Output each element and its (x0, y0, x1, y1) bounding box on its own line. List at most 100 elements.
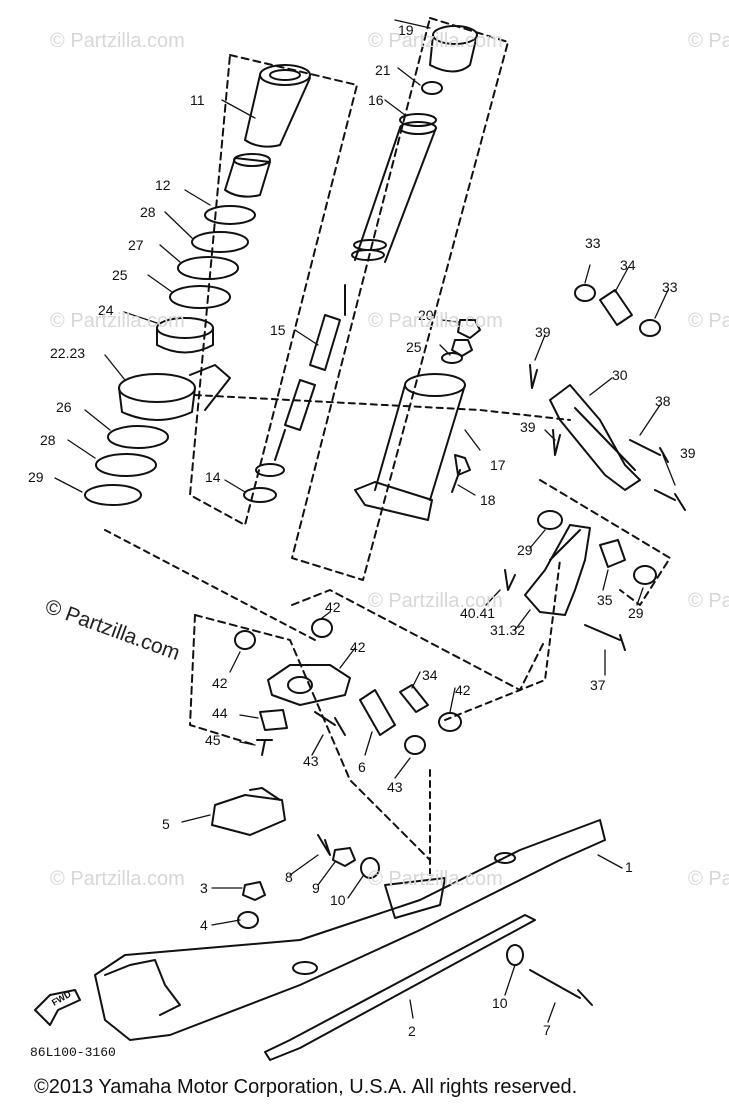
forward-arrow (34, 989, 81, 1026)
callout-labels: 11 12 28 27 25 24 22.23 26 28 29 14 15 1… (28, 22, 696, 1039)
callout-33-a: 33 (585, 235, 601, 251)
ski-1 (94, 819, 606, 1041)
sleeve (224, 153, 271, 198)
callout-44: 44 (212, 705, 228, 721)
bolt-37 (584, 624, 626, 651)
pin-39-lower (504, 569, 516, 591)
callout-8: 8 (285, 869, 293, 885)
bushing-33-b (639, 319, 661, 337)
bracket-22-23 (118, 364, 231, 421)
callout-26: 27 (128, 237, 144, 253)
seat-12 (243, 487, 277, 503)
callout-42-a: 42 (325, 599, 341, 615)
shaft-6 (359, 689, 396, 736)
watermark-lc: © Partzilla.com (368, 590, 503, 612)
callout-36: 38 (655, 393, 671, 409)
callout-43: 43 (303, 753, 319, 769)
callout-4: 4 (200, 917, 208, 933)
link-arm-30 (549, 384, 641, 491)
washer-10-b (506, 944, 524, 966)
callout-39-a: 39 (535, 324, 551, 340)
pin-39-mid (552, 429, 561, 456)
pin-39-upper (529, 364, 538, 389)
callout-10-a: 10 (330, 892, 346, 908)
callout-29-b: 29 (628, 605, 644, 621)
damper-14 (255, 284, 346, 477)
collar-34-b (399, 684, 429, 713)
wear-pad-5 (211, 787, 286, 836)
watermark-mr: © Partz (688, 310, 729, 332)
callout-27: 28 (40, 432, 56, 448)
group-outline-lower (194, 614, 431, 861)
watermark-mc: © Partzilla.com (368, 310, 503, 332)
leader-line-spring (104, 529, 316, 641)
bushing-33-a (574, 284, 596, 302)
callout-28: 28 (140, 204, 156, 220)
bolt-36 (629, 439, 669, 463)
callout-7: 7 (543, 1022, 551, 1038)
screw-45 (256, 739, 273, 756)
pin-8 (317, 834, 331, 856)
callout-18: 19 (398, 22, 414, 38)
callout-22-23: 22.23 (50, 345, 85, 361)
callout-34-a: 34 (620, 257, 636, 273)
callout-42-d: 43 (387, 779, 403, 795)
bushing-42-b (234, 630, 256, 650)
callout-19: 20 (418, 307, 434, 323)
group-outline-left (189, 54, 358, 526)
cap-18 (429, 25, 478, 73)
callout-42-c: 42 (455, 682, 471, 698)
watermark-tl: © Partzilla.com (50, 30, 185, 52)
watermark-bl: © Partzilla.com (50, 868, 185, 890)
nut-3 (242, 881, 266, 901)
ring-25-upper (169, 285, 231, 309)
bolt-43 (314, 711, 346, 736)
callout-9: 9 (312, 880, 320, 896)
ring-28-lower (84, 484, 142, 506)
bushing-42-d (404, 735, 426, 755)
spring-15 (351, 113, 437, 263)
watermark-bc: © Partzilla.com (368, 868, 503, 890)
callout-29-a: 29 (517, 542, 533, 558)
callout-40-41: 42 (350, 639, 366, 655)
callout-42-b: 42 (212, 675, 228, 691)
callout-20: 21 (375, 62, 391, 78)
bushing-29-b (633, 565, 657, 585)
bushing-42-a (311, 618, 333, 638)
bolt-38 (654, 489, 686, 511)
rubber-44 (259, 709, 288, 731)
ring-25-lower (107, 425, 169, 449)
watermark-lr: © Partz (688, 590, 729, 612)
leader-line-shaft (194, 394, 571, 421)
callout-1: 1 (625, 859, 633, 875)
watermark-br: © Partz (688, 868, 729, 890)
collar-34-a (599, 289, 633, 326)
callout-13: 12 (155, 177, 171, 193)
callout-5: 5 (162, 816, 170, 832)
collar-24 (156, 317, 214, 354)
callout-12: 14 (205, 469, 221, 485)
collar-35 (599, 539, 626, 568)
callout-16: 17 (490, 457, 506, 473)
ring-26 (177, 256, 239, 280)
washer-10-a (360, 857, 380, 879)
callout-37: 37 (590, 677, 606, 693)
leader-line-link (444, 559, 561, 721)
callout-17: 18 (480, 492, 496, 508)
callout-21: 25 (406, 339, 422, 355)
ring-27 (95, 453, 157, 477)
bushing-20 (421, 81, 443, 95)
callout-34-b: 34 (422, 667, 438, 683)
callout-31-32: 31.32 (490, 622, 525, 638)
bushing-42-c (438, 712, 462, 732)
diagram-code: 86L100-3160 (30, 1045, 116, 1060)
callout-33-b: 33 (662, 279, 678, 295)
watermark-tc: © Partzilla.com (368, 30, 503, 52)
watermark-tr: © Partz (688, 30, 729, 52)
bushing-29-a (537, 510, 563, 530)
bolt-17 (451, 454, 471, 493)
bracket-31-32 (524, 524, 591, 616)
group-outline-link (539, 479, 671, 606)
